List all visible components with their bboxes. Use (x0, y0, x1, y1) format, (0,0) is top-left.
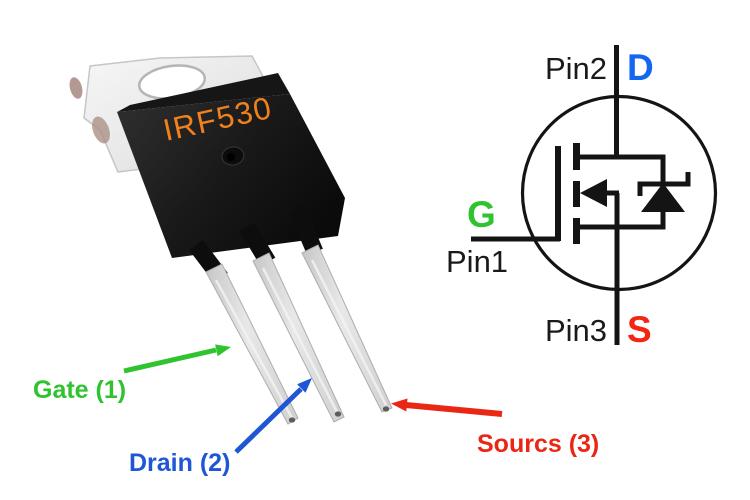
gate-arrow-head (215, 344, 231, 357)
gate-label: Gate (1) (33, 376, 126, 404)
legs (205, 244, 393, 425)
body-diode-triangle (641, 183, 685, 212)
source-leg-stub (289, 205, 323, 256)
gate-leg-highlight (214, 279, 294, 419)
body-dimple-center (227, 153, 235, 161)
terminal-s-label: S (627, 309, 652, 350)
drain-arrow-line (234, 387, 303, 454)
terminal-d-label: D (627, 47, 654, 88)
source-arrow-line (405, 402, 503, 417)
mosfet-symbol: Pin2 D G Pin1 Pin3 S (446, 45, 718, 350)
transistor-body (117, 94, 345, 258)
tab-rust-spot-upper (69, 77, 83, 99)
terminal-g-label: G (467, 194, 496, 235)
source-leg-tip (382, 406, 390, 412)
gate-leg-tip (288, 417, 296, 423)
substrate-arrow (580, 179, 607, 207)
drain-leg-tip (334, 411, 342, 417)
drain-label: Drain (2) (129, 449, 230, 477)
body-diode-cathode-bar (637, 172, 691, 196)
drain-arrow-head (297, 378, 312, 393)
drain-leg-highlight (261, 267, 340, 415)
transistor-photo: IRF530 Gate (1) Drain (2) Sourcs (33, 55, 599, 477)
source-label: Sourcs (3) (477, 430, 599, 458)
tab-rust-spot-lower (92, 116, 110, 144)
body-top-face (117, 73, 290, 112)
source-leg-highlight (310, 259, 388, 406)
source-arrow-head (391, 398, 408, 412)
pin1-label: Pin1 (446, 244, 508, 279)
pin2-label: Pin2 (545, 51, 607, 86)
pin3-label: Pin3 (545, 313, 607, 348)
gate-arrow-line (123, 347, 217, 374)
